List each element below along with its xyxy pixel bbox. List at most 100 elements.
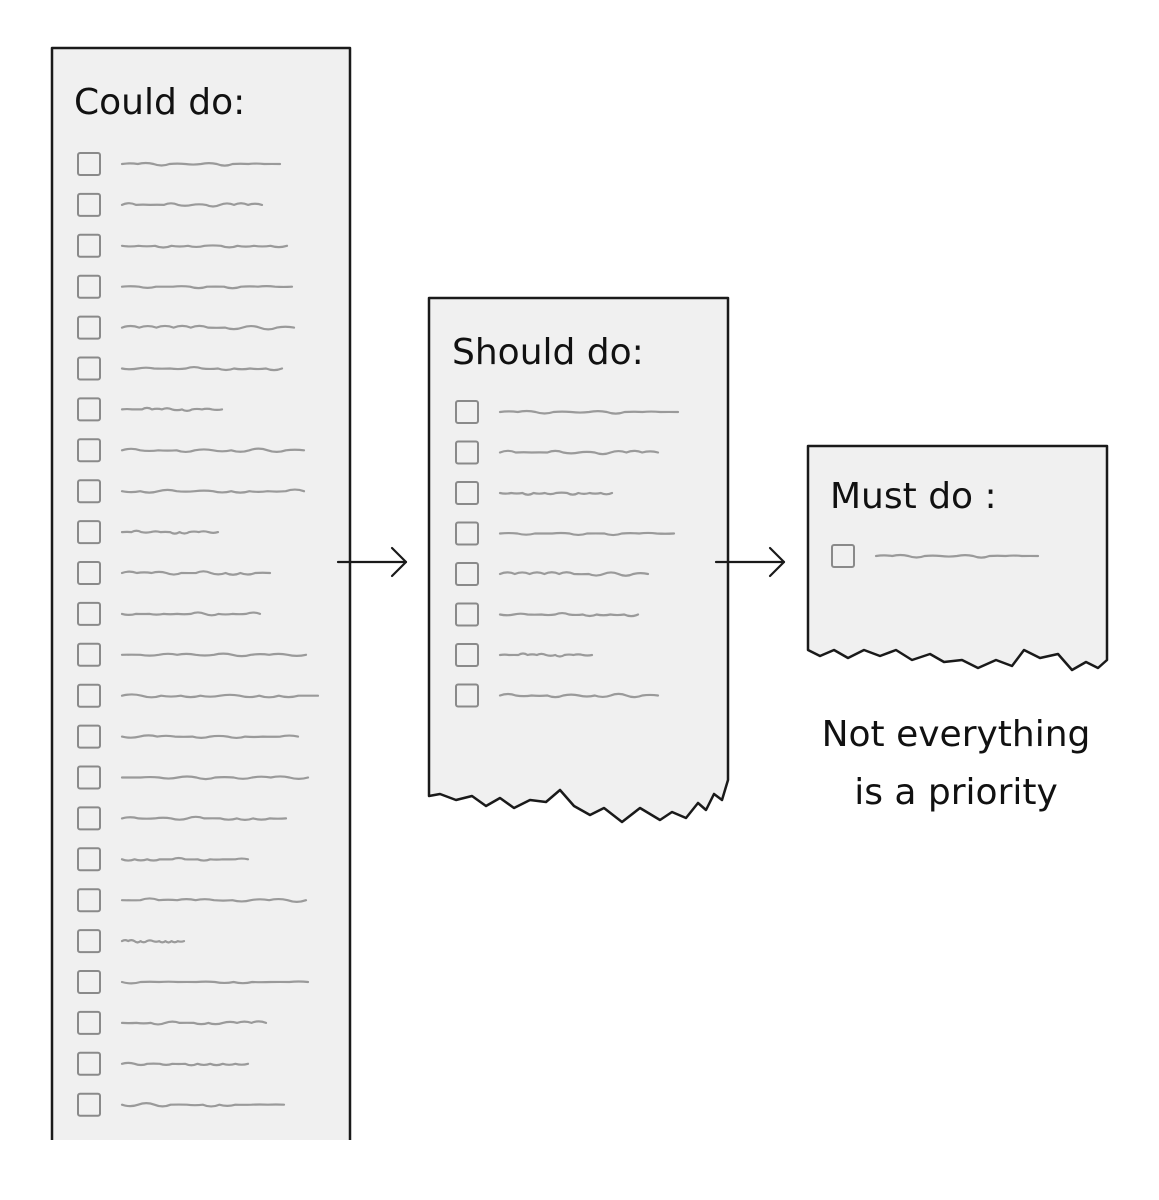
caption-line-1: Not everything (822, 714, 1091, 755)
should-do-item (455, 602, 640, 627)
should-do-item (455, 440, 660, 465)
could-do-item (77, 315, 296, 340)
should-do-item (455, 683, 660, 708)
should-do-item (455, 643, 594, 667)
task-scribble (498, 449, 660, 456)
checkbox-icon[interactable] (455, 481, 479, 505)
should-do-item (455, 481, 614, 505)
could-do-item (77, 479, 306, 504)
task-scribble (120, 939, 186, 944)
task-scribble (120, 447, 306, 454)
should-do-item (455, 562, 650, 586)
checkbox-icon[interactable] (455, 683, 479, 708)
task-scribble (498, 692, 660, 699)
checkbox-icon[interactable] (77, 683, 101, 708)
could-do-item (77, 970, 310, 994)
could-do-item (77, 397, 224, 422)
could-do-item (77, 561, 272, 585)
task-scribble (120, 529, 220, 535)
could-do-title: Could do: (74, 82, 245, 123)
checkbox-icon[interactable] (77, 806, 101, 831)
task-scribble (120, 365, 284, 372)
checkbox-icon[interactable] (77, 888, 101, 913)
arrow-could-to-should (336, 546, 408, 578)
could-do-item (77, 152, 282, 176)
checkbox-icon[interactable] (77, 601, 101, 626)
task-scribble (120, 856, 250, 862)
task-scribble (498, 491, 614, 496)
checkbox-icon[interactable] (77, 765, 101, 790)
could-do-item (77, 806, 288, 831)
task-scribble (120, 285, 294, 290)
task-scribble (120, 488, 306, 494)
arrow-should-to-must (714, 546, 786, 578)
task-scribble (120, 161, 282, 167)
could-do-list: Could do: (50, 46, 352, 1140)
checkbox-icon[interactable] (455, 400, 479, 424)
checkbox-icon[interactable] (77, 1010, 101, 1035)
checkbox-icon[interactable] (77, 724, 101, 749)
checkbox-icon[interactable] (77, 1051, 101, 1076)
could-do-item (77, 765, 310, 790)
checkbox-icon[interactable] (77, 274, 101, 299)
checkbox-icon[interactable] (77, 520, 101, 545)
checkbox-icon[interactable] (77, 929, 101, 954)
could-do-item (77, 888, 308, 913)
task-scribble (120, 897, 308, 903)
checkbox-icon[interactable] (77, 642, 101, 667)
could-do-item (77, 601, 262, 626)
checkbox-icon[interactable] (77, 479, 101, 504)
task-scribble (120, 980, 310, 985)
task-scribble (120, 693, 320, 699)
task-scribble (120, 611, 262, 617)
task-scribble (120, 652, 308, 658)
could-do-item (77, 1010, 268, 1035)
task-scribble (498, 531, 676, 537)
checkbox-icon[interactable] (77, 970, 101, 994)
task-scribble (498, 652, 594, 658)
checkbox-icon[interactable] (455, 521, 479, 546)
checkbox-icon[interactable] (455, 602, 479, 627)
checkbox-icon[interactable] (455, 440, 479, 465)
task-scribble (498, 571, 650, 577)
could-do-item (77, 274, 294, 299)
checkbox-icon[interactable] (77, 356, 101, 381)
task-scribble (120, 1020, 268, 1026)
must-do-title: Must do : (830, 476, 997, 517)
checkbox-icon[interactable] (831, 544, 855, 568)
checkbox-icon[interactable] (77, 315, 101, 340)
could-do-item (77, 1051, 250, 1076)
checkbox-icon[interactable] (77, 152, 101, 176)
should-do-title: Should do: (452, 332, 644, 373)
should-do-paper (427, 296, 730, 824)
checkbox-icon[interactable] (77, 233, 101, 258)
could-do-item (77, 1092, 286, 1117)
checkbox-icon[interactable] (77, 397, 101, 422)
checkbox-icon[interactable] (455, 562, 479, 586)
caption-line-2: is a priority (854, 772, 1058, 813)
should-do-item (455, 521, 676, 546)
checkbox-icon[interactable] (77, 561, 101, 585)
task-scribble (120, 1102, 286, 1108)
checkbox-icon[interactable] (455, 643, 479, 667)
task-scribble (874, 553, 1040, 559)
could-do-items (77, 152, 320, 1117)
must-do-item (831, 544, 1040, 568)
task-scribble (120, 570, 272, 576)
could-do-item (77, 642, 308, 667)
could-do-item (77, 929, 186, 954)
checkbox-icon[interactable] (77, 1092, 101, 1117)
could-do-item (77, 724, 300, 749)
could-do-item (77, 233, 289, 258)
caption: Not everything is a priority (822, 714, 1091, 813)
could-do-item (77, 683, 320, 708)
task-scribble (120, 324, 296, 331)
task-scribble (498, 409, 680, 415)
checkbox-icon[interactable] (77, 438, 101, 463)
checkbox-icon[interactable] (77, 847, 101, 872)
should-do-list: Should do: (427, 296, 730, 824)
must-do-items (831, 544, 1040, 568)
checkbox-icon[interactable] (77, 192, 101, 217)
could-do-item (77, 192, 264, 217)
